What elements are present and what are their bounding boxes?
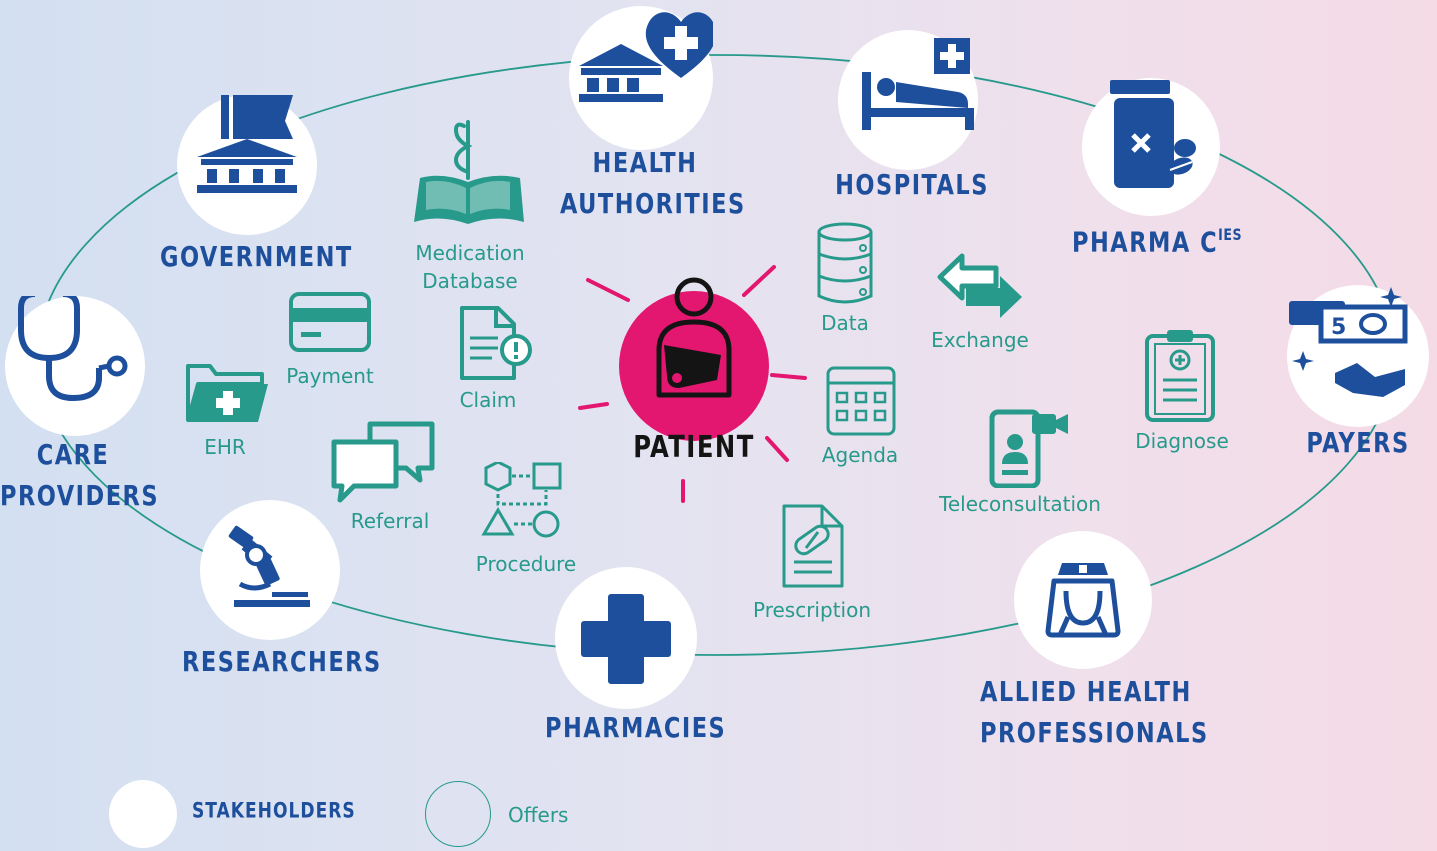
medicine-bottle-icon	[1110, 80, 1196, 188]
video-phone-icon	[989, 409, 1068, 488]
government-circle	[177, 95, 317, 235]
patient-label: PATIENT	[633, 430, 755, 465]
procedure-label: Procedure	[475, 552, 577, 576]
building-heart-icon	[579, 12, 713, 102]
calendar-icon	[826, 366, 896, 436]
patient-arm-sling-icon	[656, 277, 732, 398]
allied-health-label: ALLIED HEALTH PROFESSIONALS	[980, 675, 1209, 749]
pharma-label: PHARMA CIES	[1072, 225, 1243, 259]
payers-label: PAYERS	[1306, 426, 1410, 459]
credit-card-icon	[289, 292, 371, 352]
legend-offers-swatch	[425, 781, 491, 847]
chat-bubbles-icon	[331, 421, 435, 503]
health-authorities-label: HEALTH AUTHORITIES	[560, 146, 746, 220]
flowchart-icon	[481, 462, 562, 538]
allied-health-circle	[1014, 531, 1152, 669]
ehr-label: EHR	[204, 435, 246, 459]
agenda-label: Agenda	[821, 443, 899, 467]
pharmacies-label: PHARMACIES	[545, 711, 727, 744]
referral-label: Referral	[350, 509, 430, 533]
government-label: GOVERNMENT	[160, 240, 353, 273]
database-icon	[817, 222, 873, 304]
hospitals-circle	[838, 30, 978, 170]
government-building-icon	[197, 95, 297, 193]
hospital-bed-icon	[862, 38, 974, 130]
exchange-label: Exchange	[931, 328, 1029, 352]
clipboard-icon	[1145, 330, 1215, 422]
health-authorities-circle	[569, 6, 713, 150]
legend-offers-label: Offers	[508, 803, 569, 827]
care-providers-circle	[5, 296, 145, 436]
exchange-arrows-icon	[937, 253, 1022, 318]
prescription-icon	[782, 504, 844, 588]
book-caduceus-icon	[414, 120, 524, 224]
teleconsultation-label: Teleconsultation	[939, 492, 1101, 516]
svg-text:5: 5	[1331, 315, 1346, 340]
money-hand-icon: 5	[1289, 287, 1408, 397]
payers-circle: 5	[1287, 285, 1429, 427]
researchers-label: RESEARCHERS	[182, 645, 382, 678]
patient-rays	[578, 265, 807, 503]
care-providers-label: CARE PROVIDERS	[0, 438, 160, 512]
pharmacies-circle	[555, 567, 697, 709]
hospitals-label: HOSPITALS	[835, 168, 989, 201]
claim-document-icon	[460, 306, 532, 380]
medical-folder-icon	[186, 364, 268, 422]
claim-label: Claim	[459, 388, 517, 412]
nurse-icon	[1045, 563, 1121, 638]
legend-stakeholders-label: STAKEHOLDERS	[192, 798, 356, 824]
researchers-circle	[200, 500, 340, 640]
diagnose-label: Diagnose	[1135, 429, 1229, 453]
legend-stakeholders-swatch	[109, 780, 177, 848]
microscope-icon	[228, 525, 310, 607]
pharma-circle	[1082, 78, 1220, 216]
payment-label: Payment	[286, 364, 374, 388]
medical-cross-icon	[581, 594, 671, 684]
medication-database-label: Medication Database	[415, 241, 525, 293]
prescription-label: Prescription	[753, 598, 871, 622]
data-label: Data	[821, 311, 869, 335]
stethoscope-icon	[18, 296, 128, 402]
